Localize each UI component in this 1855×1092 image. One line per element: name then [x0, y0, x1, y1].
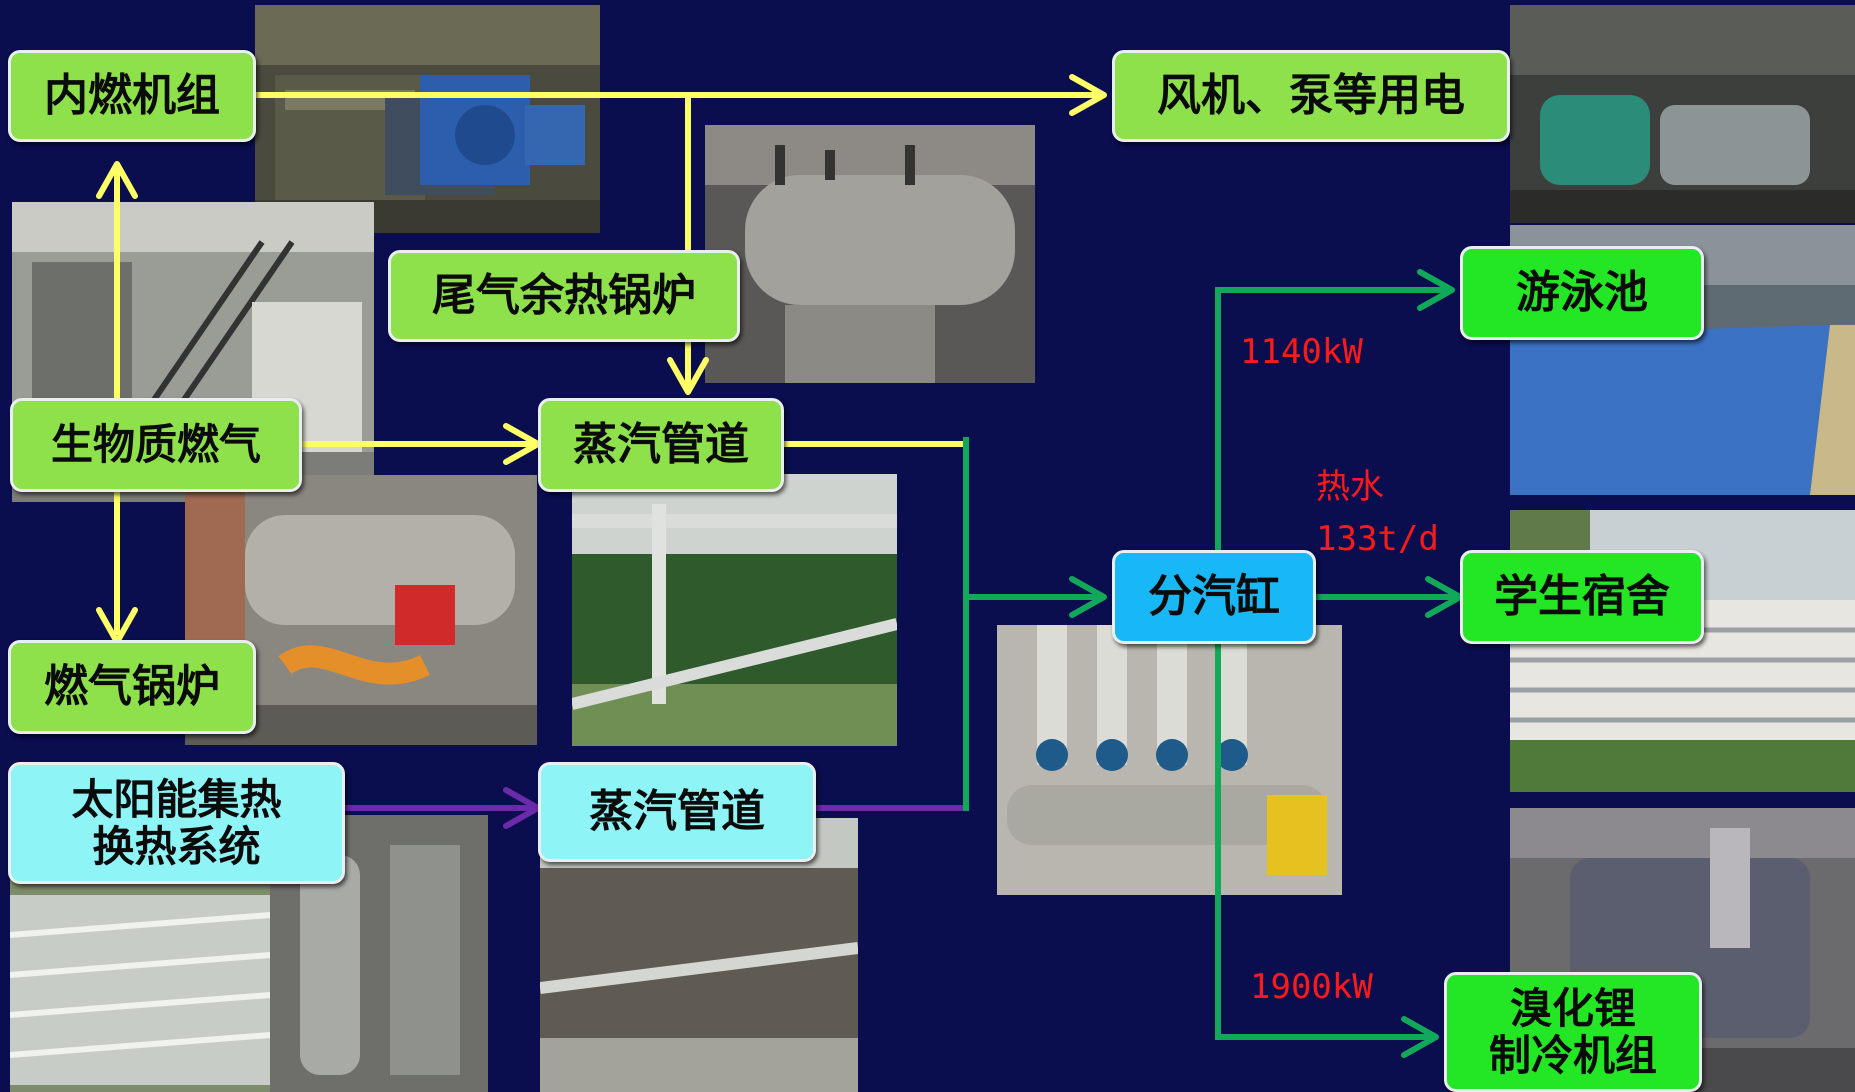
steam-pipe-1-node: 蒸汽管道: [538, 398, 784, 492]
engine-to-steam-arrowhead: [667, 357, 709, 395]
pool-power-label: 1140kW: [1240, 332, 1363, 372]
chiller-label-line1: 溴化锂: [1509, 983, 1636, 1033]
header-to-chiller-line: [1215, 639, 1435, 1040]
steam-header-node: 分汽缸: [1112, 550, 1316, 644]
header-to-pool-line: [1215, 287, 1451, 551]
solar-label-line1: 太阳能集热: [71, 774, 282, 824]
pool-arrowhead: [1417, 269, 1455, 311]
solar-system-node: 太阳能集热 换热系统: [8, 762, 345, 884]
dorm-node: 学生宿舍: [1460, 550, 1704, 644]
chiller-arrowhead: [1401, 1016, 1439, 1058]
header-arrowhead: [1069, 576, 1107, 618]
biogas-node: 生物质燃气: [10, 398, 302, 492]
steam-header-photo: [997, 625, 1342, 895]
chiller-power-label: 1900kW: [1250, 967, 1373, 1007]
hot-water-amount-label: 133t/d: [1316, 519, 1439, 559]
pool-label: 游泳池: [1516, 267, 1648, 319]
engine-unit-label: 内燃机组: [44, 70, 220, 122]
dorm-label: 学生宿舍: [1494, 571, 1670, 623]
fan-pump-node: 风机、泵等用电: [1112, 50, 1510, 142]
solar-label-line2: 换热系统: [92, 822, 261, 871]
steam-pipe-photo-2: [540, 818, 858, 1092]
fan-pump-photo: [1510, 5, 1855, 223]
exhaust-boiler-node: 尾气余热锅炉: [388, 250, 740, 342]
fan-arrowhead: [1069, 74, 1107, 116]
fan-pump-label: 风机、泵等用电: [1157, 70, 1465, 122]
hot-water-label: 热水: [1316, 467, 1384, 507]
engine-arrowhead: [96, 161, 138, 199]
biogas-label: 生物质燃气: [50, 420, 261, 470]
exhaust-boiler-photo: [705, 125, 1035, 383]
engine-unit-node: 内燃机组: [8, 50, 256, 142]
chiller-label-line2: 制冷机组: [1488, 1031, 1657, 1080]
steam-pipe-2-node: 蒸汽管道: [538, 762, 816, 862]
steam-pipe-photo-1: [572, 474, 897, 746]
steam-header-label: 分汽缸: [1148, 571, 1280, 623]
exhaust-boiler-label: 尾气余热锅炉: [432, 270, 696, 322]
steam-pipe-2-label: 蒸汽管道: [589, 786, 765, 838]
gas-boiler-node: 燃气锅炉: [8, 640, 256, 734]
gas-boiler-label: 燃气锅炉: [44, 661, 220, 713]
pool-node: 游泳池: [1460, 246, 1704, 340]
steam-pipe-1-label: 蒸汽管道: [573, 419, 749, 471]
chiller-node: 溴化锂 制冷机组: [1444, 972, 1702, 1092]
